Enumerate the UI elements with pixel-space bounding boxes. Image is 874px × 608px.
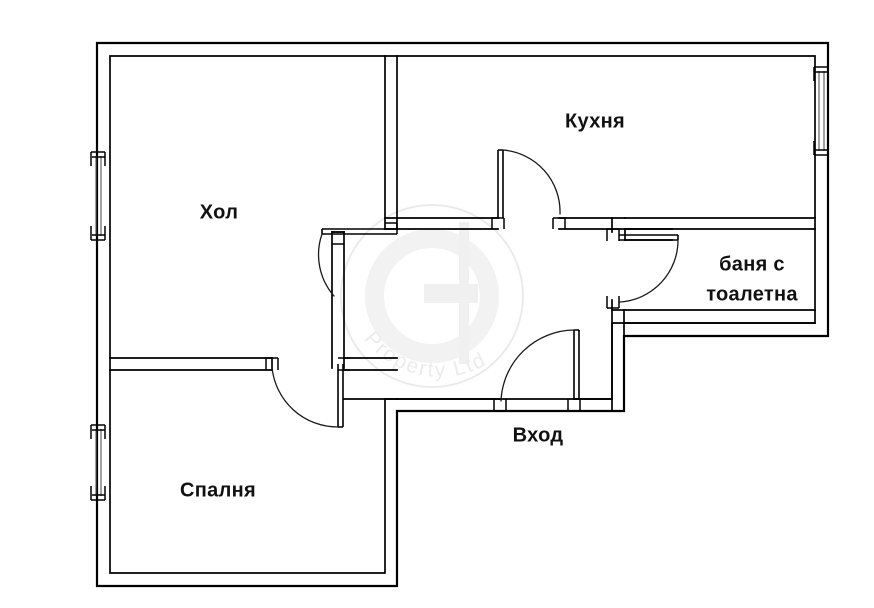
watermark-logo	[340, 204, 524, 388]
window-kitchen-right	[813, 66, 829, 156]
room-label-kitchen: Кухня	[565, 110, 625, 132]
door-entry	[493, 329, 581, 412]
door-bedroom	[265, 357, 350, 428]
room-label-entry: Вход	[513, 424, 564, 446]
door-hall	[317, 222, 398, 297]
room-label-hall: Хол	[200, 201, 238, 223]
room-label-bath-line1: баня с	[719, 253, 785, 275]
room-label-bedroom: Спалня	[180, 479, 256, 501]
door-bath	[606, 228, 679, 309]
room-label-bath-line2: тоалетна	[706, 283, 798, 305]
door-kitchen	[491, 149, 566, 229]
window-hall-left	[90, 151, 106, 241]
window-bedroom-left	[90, 424, 106, 501]
